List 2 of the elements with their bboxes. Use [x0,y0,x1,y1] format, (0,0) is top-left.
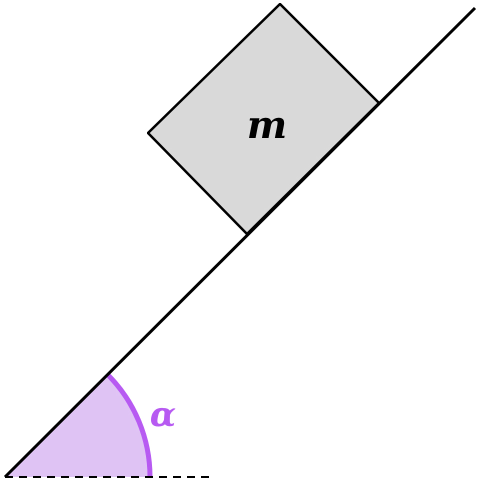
angle-label: α [150,398,176,432]
mass-label: m [246,106,288,144]
